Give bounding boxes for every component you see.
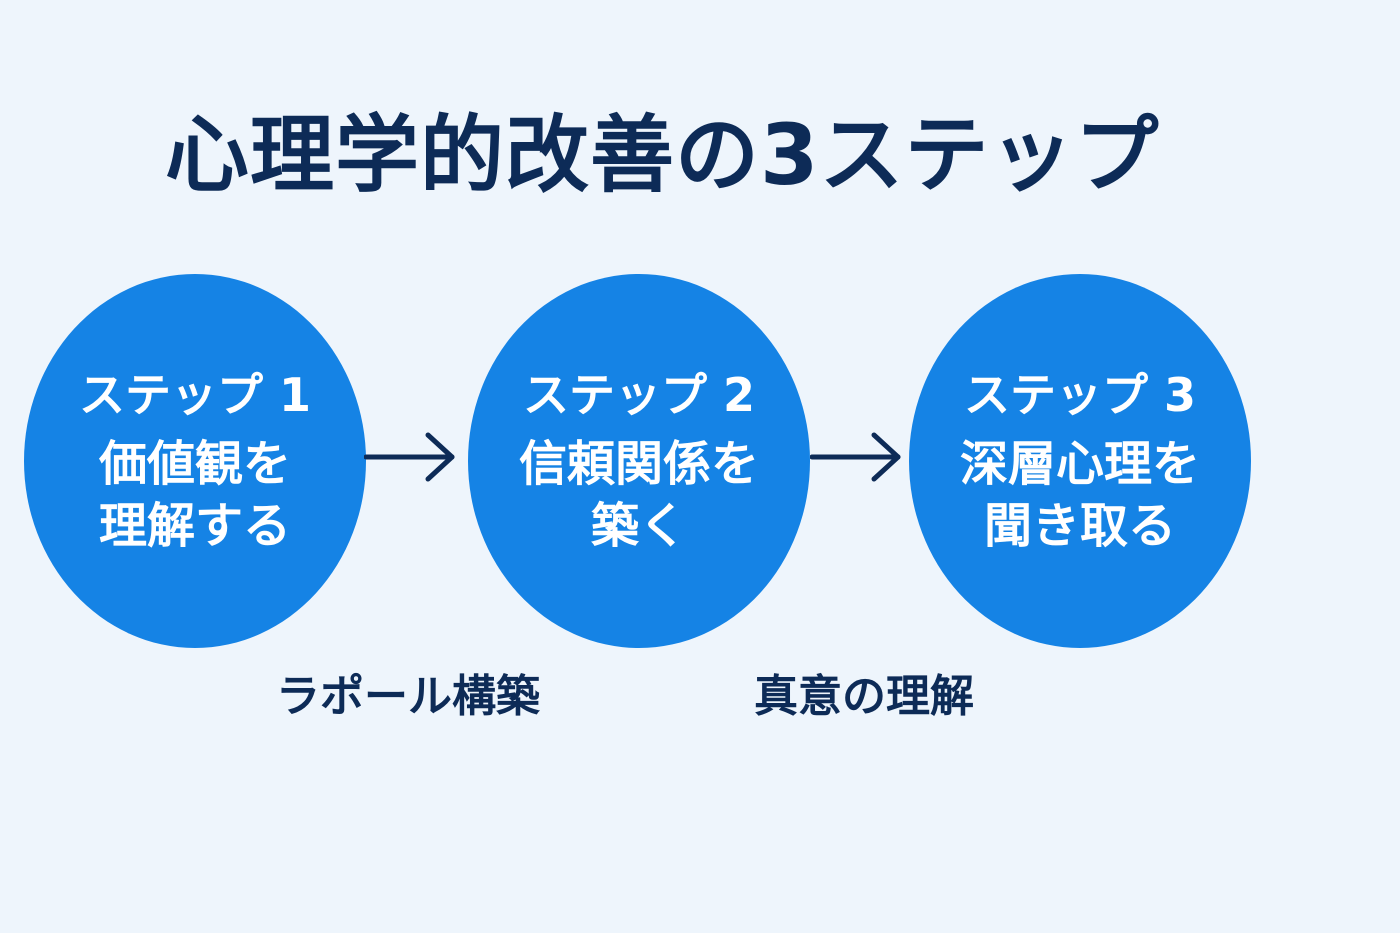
step-3-circle: ステップ 3 深層心理を 聞き取る — [909, 274, 1251, 648]
step-2-label: ステップ 2 — [522, 368, 756, 422]
arrow-right-icon — [810, 432, 901, 482]
step-3-label: ステップ 3 — [963, 368, 1197, 422]
step-1-circle: ステップ 1 価値観を 理解する — [24, 274, 366, 648]
arrow-right-icon — [364, 432, 455, 482]
caption-rapport: ラポール構築 — [276, 671, 540, 722]
step-2-circle: ステップ 2 信頼関係を 築く — [468, 274, 810, 648]
step-2-text: 信頼関係を 築く — [518, 436, 759, 554]
page-title: 心理学的改善の3ステップ — [165, 106, 1160, 204]
caption-understanding: 真意の理解 — [754, 671, 974, 722]
step-1-text: 価値観を 理解する — [98, 436, 291, 554]
step-1-label: ステップ 1 — [78, 368, 312, 422]
step-3-text: 深層心理を 聞き取る — [959, 436, 1200, 554]
